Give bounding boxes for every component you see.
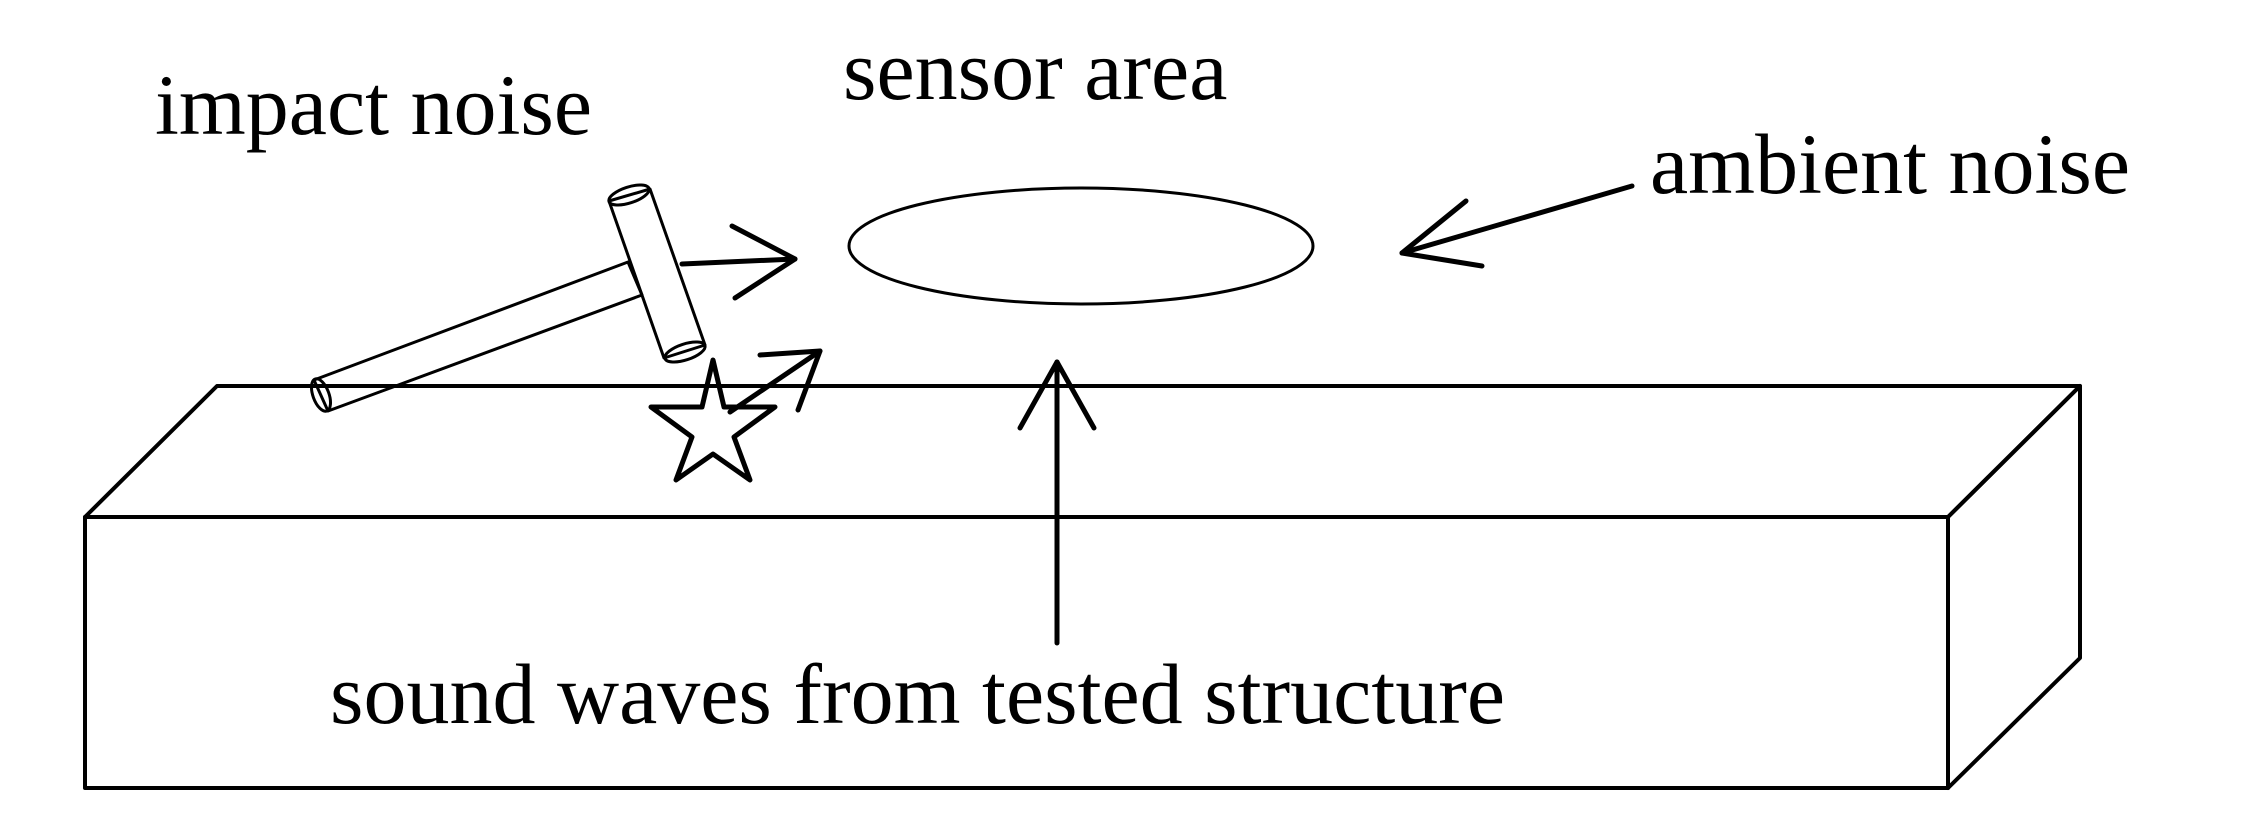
sensor-area-ellipse	[847, 186, 1315, 306]
ambient-noise-arrow	[1399, 183, 1635, 269]
impact-noise-label: impact noise	[155, 57, 592, 153]
hammer-icon	[309, 183, 707, 413]
hammer-handle-end	[309, 377, 333, 413]
impact-arrow-upper	[679, 223, 798, 301]
sound-waves-arrow	[1017, 359, 1097, 646]
hammer-handle	[312, 260, 644, 413]
hammer-head-face	[663, 340, 707, 364]
hammer-head-top	[607, 183, 651, 207]
sensor-area-label: sensor area	[843, 22, 1227, 118]
ambient-noise-label: ambient noise	[1650, 116, 2130, 212]
impact-arrow-lower	[727, 348, 823, 415]
hammer-head	[607, 187, 707, 360]
star-icon	[648, 357, 778, 483]
sound-waves-label: sound waves from tested structure	[330, 646, 1505, 742]
block-side-face	[1946, 384, 2082, 790]
tested-structure-block	[83, 384, 2082, 790]
